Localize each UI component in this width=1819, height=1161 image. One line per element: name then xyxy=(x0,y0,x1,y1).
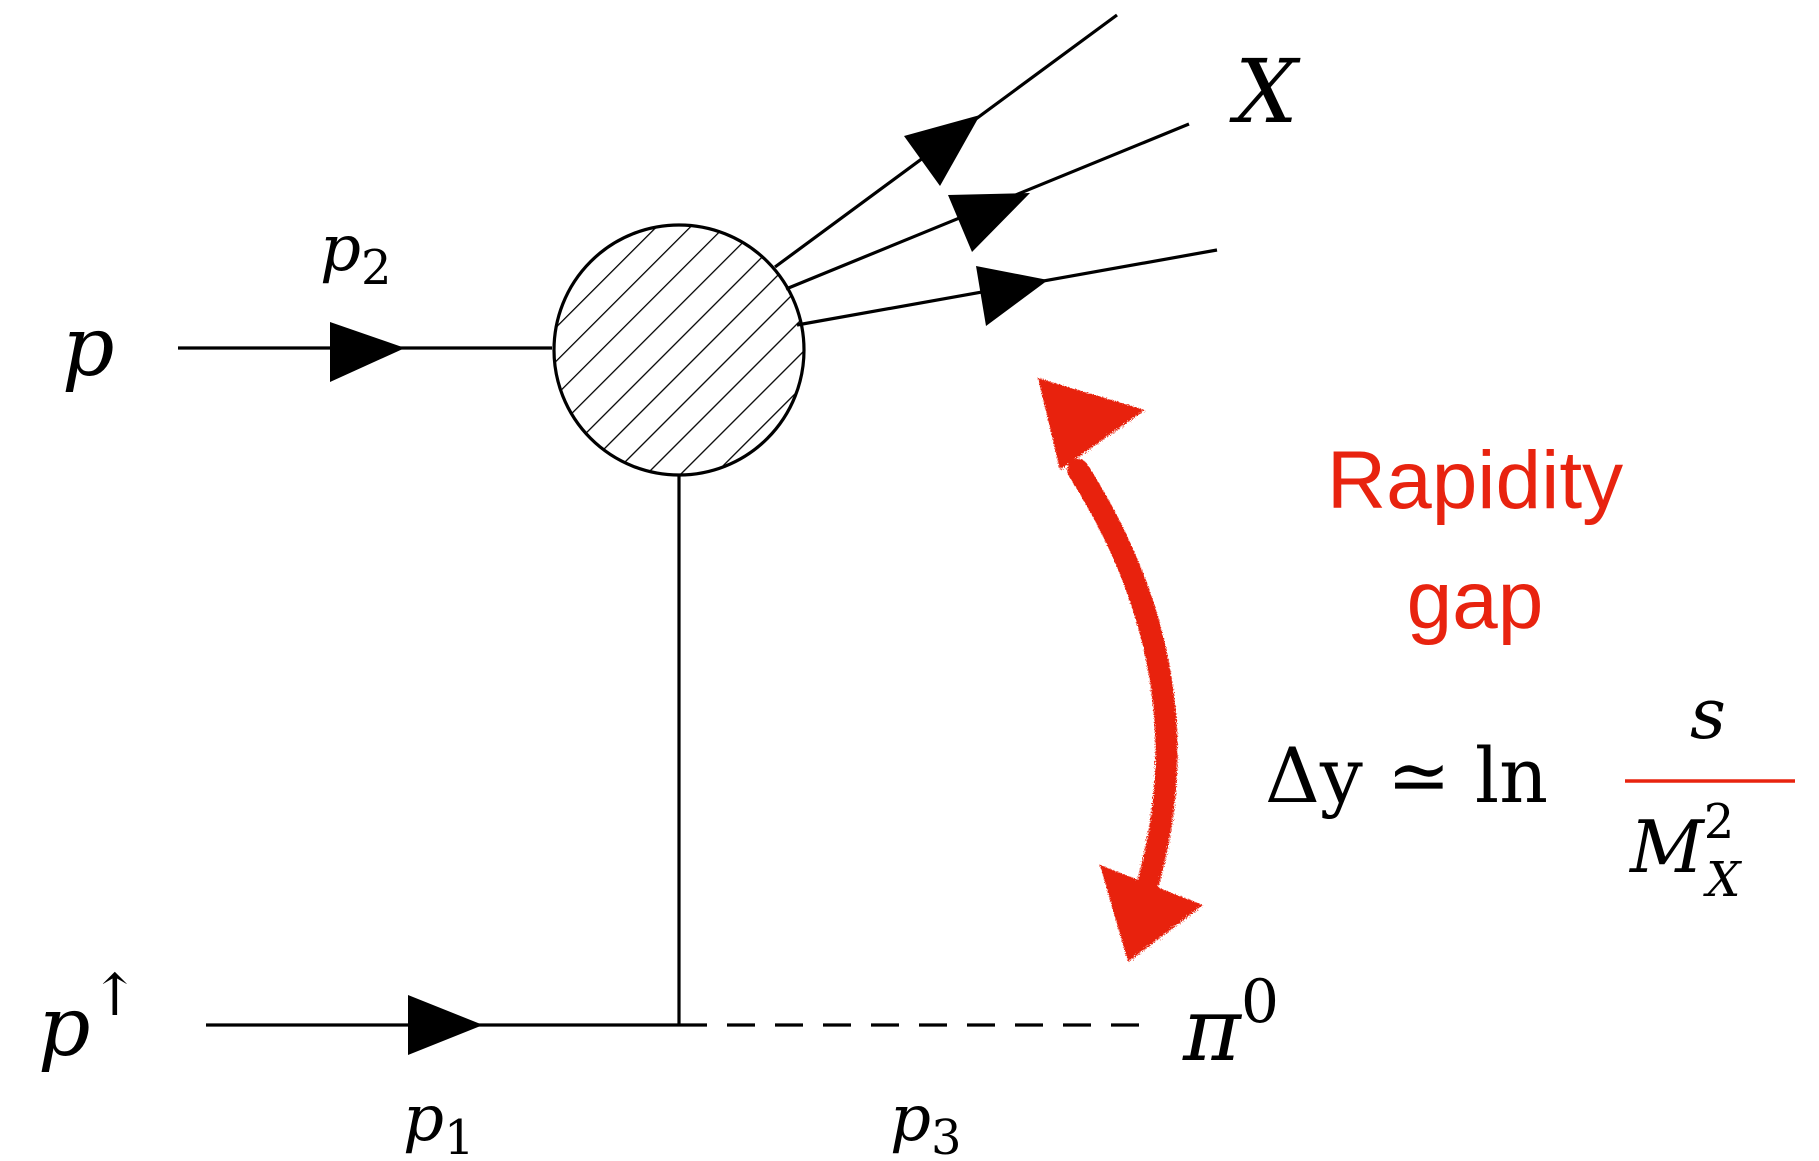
label-x: X xyxy=(1229,40,1301,143)
arrow-icon xyxy=(976,266,1048,326)
svg-text:s: s xyxy=(1690,673,1726,755)
svg-text:Δy ≃ ln: Δy ≃ ln xyxy=(1265,731,1548,820)
incoming-polarized-proton-line xyxy=(206,995,679,1055)
incoming-proton-line xyxy=(178,322,552,382)
arrow-icon xyxy=(904,115,980,186)
svg-text:M2X: M2X xyxy=(1628,794,1742,908)
label-p-bottom: p↑ xyxy=(38,961,139,1075)
arrow-icon xyxy=(408,995,483,1055)
rapidity-gap-title-line1: Rapidity xyxy=(1327,435,1623,526)
label-p2: p2 xyxy=(320,212,392,296)
label-pi0: π0 xyxy=(1182,967,1279,1081)
interaction-blob xyxy=(552,223,806,477)
label-p-top: p xyxy=(62,300,115,395)
outgoing-x-lines xyxy=(774,13,1218,327)
rapidity-gap-double-arrow-icon xyxy=(1038,378,1203,962)
label-p1: p1 xyxy=(403,1082,475,1161)
arrow-icon xyxy=(948,193,1030,252)
rapidity-gap-title-line2: gap xyxy=(1407,555,1544,646)
arrow-icon xyxy=(330,322,405,382)
label-p3: p3 xyxy=(890,1082,962,1161)
